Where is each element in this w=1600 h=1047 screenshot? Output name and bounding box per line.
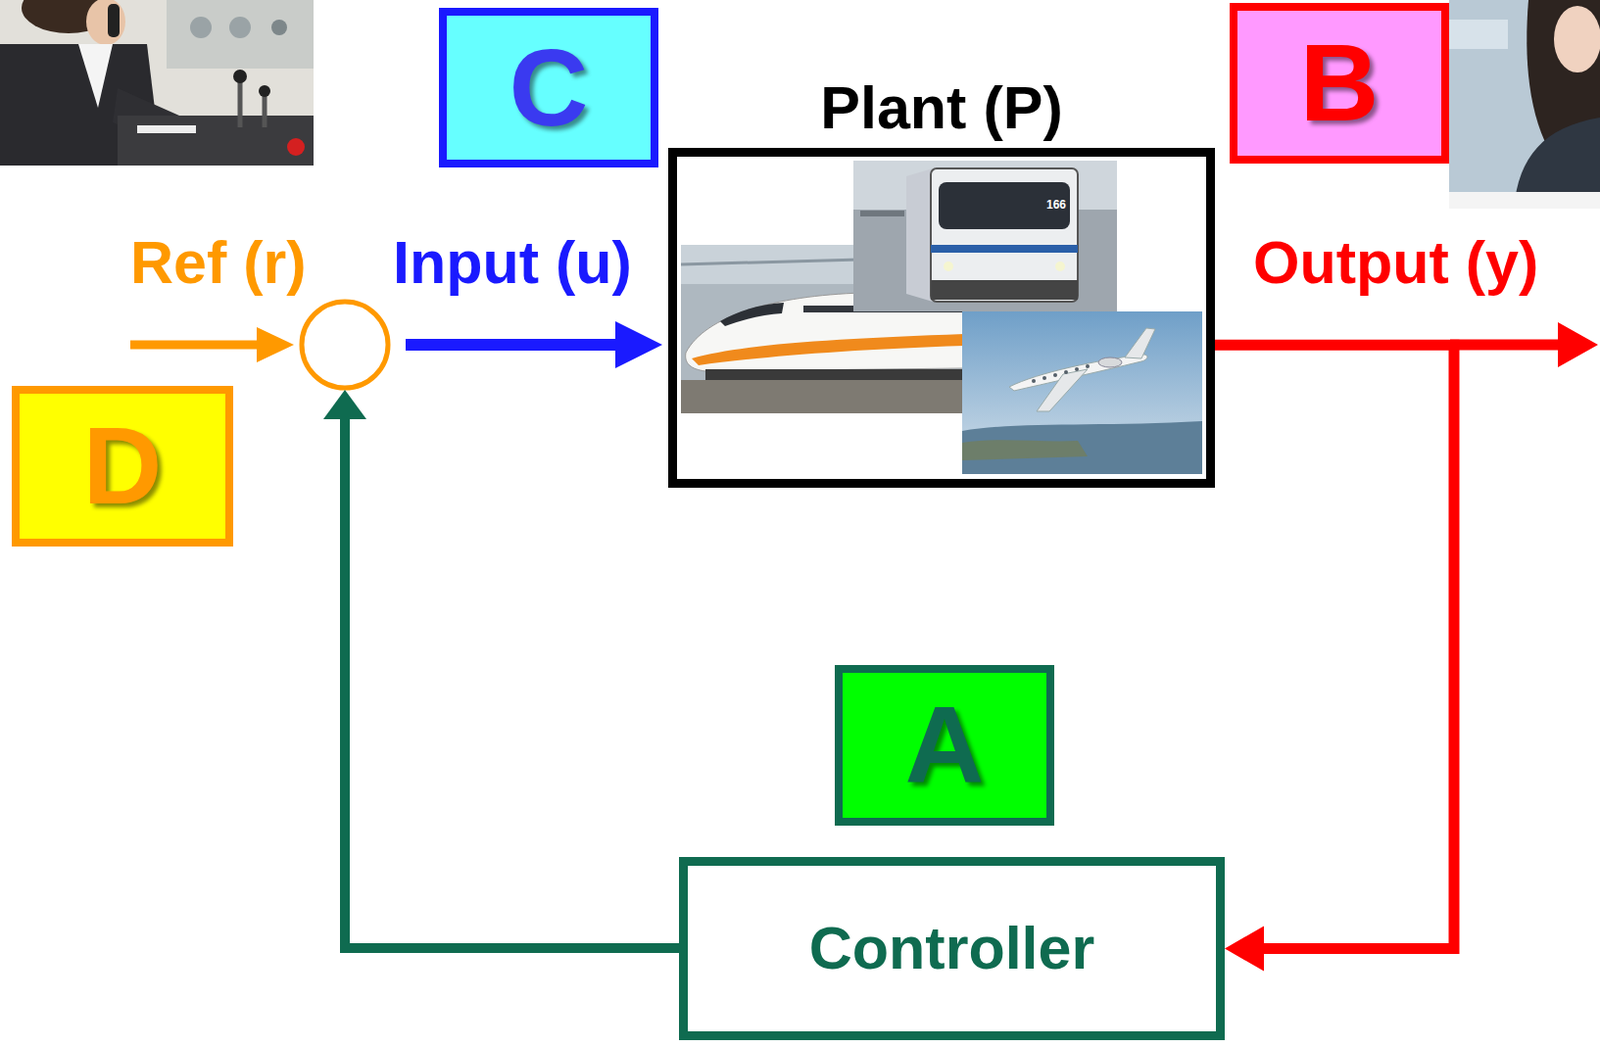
- plant-photos: [1074, 367, 1079, 372]
- operator-photo: [238, 78, 243, 128]
- plant-photos: [677, 156, 1207, 480]
- box-letter: D: [83, 411, 163, 522]
- plant-photos: [930, 280, 1078, 300]
- plant-photos: [1031, 379, 1036, 384]
- operator-photo: [78, 44, 113, 108]
- person-photo: [1449, 19, 1508, 49]
- output-arrow: [1450, 339, 1562, 351]
- output-arrow: [1557, 322, 1599, 368]
- operator-photo: [262, 93, 268, 128]
- operator-photo: [86, 0, 126, 46]
- train-number: 166: [1046, 198, 1067, 211]
- person-photo: [1449, 192, 1600, 209]
- plant-photos: [680, 380, 965, 414]
- operator-photo: [117, 115, 314, 166]
- operator-photo: [107, 3, 120, 38]
- plant-heading: Plant (P): [820, 78, 1063, 139]
- plant-photos: [1042, 376, 1047, 381]
- reference-arrow: [130, 340, 261, 350]
- person-photo: [1449, 0, 1600, 209]
- letter-box: C: [438, 7, 659, 168]
- summing-junction: [301, 301, 388, 388]
- operator-photo: [190, 16, 212, 39]
- plant-photos: [705, 369, 965, 381]
- operator-photo: [287, 138, 305, 156]
- plant-box: Plant (P): [668, 147, 1215, 488]
- plant-photos: [1098, 357, 1122, 368]
- plant-photos: [962, 421, 1203, 475]
- box-letter: A: [905, 690, 985, 801]
- input-arrow: [615, 321, 663, 369]
- letter-box: D: [11, 386, 234, 547]
- plant-photos: [1053, 373, 1058, 378]
- controller-box: Controller: [678, 857, 1225, 1041]
- plant-photos: [1036, 369, 1088, 412]
- operator-photo: [166, 0, 314, 69]
- plant-photos: [853, 160, 1117, 312]
- input-arrow: [405, 339, 620, 351]
- plant-photos: [1064, 370, 1068, 375]
- operator-photo: [271, 19, 288, 36]
- reference-arrow: [130, 327, 294, 363]
- person-photo: [1553, 5, 1600, 73]
- plant-photos: [943, 261, 954, 272]
- plant-photos: [860, 210, 905, 217]
- controller-label: Controller: [809, 919, 1095, 979]
- plant-photos: [691, 334, 965, 366]
- plant-photos: [906, 168, 933, 302]
- output-feedback-line: [1214, 344, 1455, 949]
- plant-photos: [930, 244, 1078, 253]
- operator-photo: [137, 125, 196, 134]
- plant-photos: [938, 182, 1070, 230]
- output-arrow: [1450, 322, 1599, 368]
- letter-box: A: [834, 665, 1055, 826]
- operator-photo: [229, 16, 251, 39]
- signal-label: Input (u): [392, 233, 632, 293]
- box-letter: B: [1300, 28, 1380, 139]
- plant-photos: [720, 302, 784, 327]
- operator-photo: [233, 69, 247, 84]
- input-arrow: [405, 321, 663, 369]
- feedback-wire: [323, 389, 367, 420]
- reference-arrow: [256, 327, 294, 363]
- feedback-wire: [344, 415, 682, 949]
- plant-photos: [1031, 364, 1090, 384]
- operator-photo: [0, 0, 314, 166]
- plant-photos: [1055, 261, 1066, 272]
- plant-photos: [962, 311, 1203, 475]
- letter-box: B: [1229, 2, 1450, 164]
- operator-photo: [258, 85, 271, 97]
- plant-photos: [1085, 364, 1090, 369]
- signal-label: Ref (r): [130, 233, 307, 293]
- plant-photos: [962, 439, 1088, 461]
- box-letter: C: [509, 33, 589, 144]
- signal-label: Output (y): [1253, 233, 1539, 293]
- feedback-wire: [323, 389, 682, 949]
- plant-photos: [677, 156, 1207, 480]
- plant-photos: [930, 168, 1078, 302]
- plant-photos: [1124, 328, 1156, 359]
- person-photo: [1449, 0, 1600, 209]
